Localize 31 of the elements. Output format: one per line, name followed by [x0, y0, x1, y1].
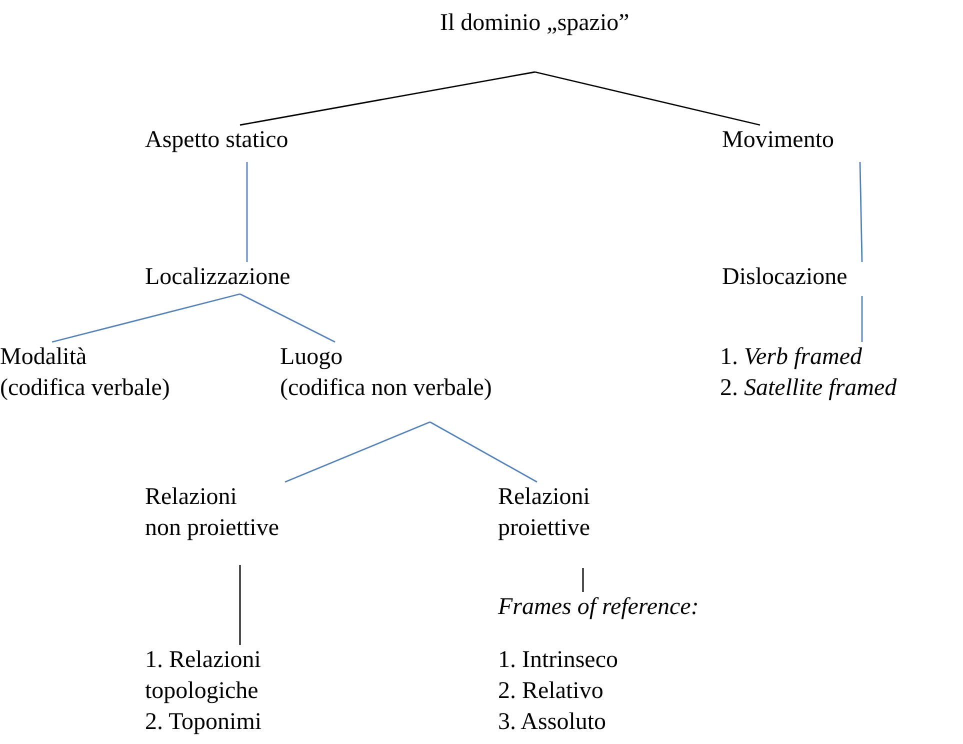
- node-text: Frames of reference:: [498, 593, 700, 622]
- node-text: 3. Assoluto: [498, 708, 608, 737]
- node-text: Il dominio „spazio”: [440, 9, 630, 38]
- connector-line: [52, 293, 240, 343]
- connector-line: [239, 565, 241, 645]
- node-text: non proiettive: [145, 514, 280, 543]
- node-text: 2. Satellite framed: [720, 374, 898, 403]
- node-text: Movimento: [722, 126, 835, 155]
- connector-line: [284, 421, 430, 483]
- node-text: Modalità: [0, 343, 88, 372]
- node-text: 2. Relativo: [498, 677, 604, 706]
- connector-line: [859, 162, 863, 262]
- node-text: Aspetto statico: [145, 126, 290, 155]
- node-text: Dislocazione: [722, 263, 848, 292]
- node-text: (codifica non verbale): [280, 374, 493, 403]
- connector-line: [246, 162, 248, 262]
- node-text: Relazioni: [145, 483, 238, 512]
- connector-line: [430, 421, 538, 483]
- node-text: Luogo: [280, 343, 344, 372]
- node-text: Localizzazione: [145, 263, 292, 292]
- connector-line: [240, 293, 336, 343]
- connector-line: [534, 71, 760, 126]
- connector-line: [582, 568, 584, 592]
- node-text: 1. Verb framed: [720, 343, 863, 372]
- node-text: 2. Toponimi: [145, 708, 263, 737]
- node-text: (codifica verbale): [0, 374, 171, 403]
- node-text: 1. Intrinseco: [498, 646, 619, 675]
- node-text: 1. Relazioni topologiche: [145, 646, 262, 706]
- connector-line: [861, 296, 863, 342]
- connector-line: [240, 71, 536, 126]
- node-text: Relazioni proiettive: [498, 483, 591, 543]
